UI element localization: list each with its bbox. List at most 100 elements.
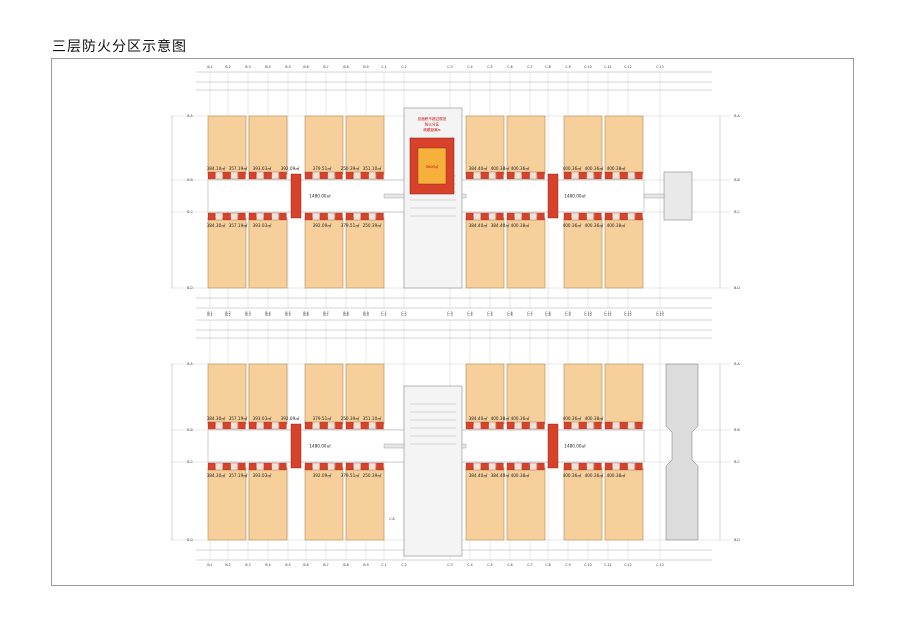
shop-unit	[248, 421, 257, 430]
corridor-area-label: 1480.00㎡	[564, 443, 586, 449]
zone-area-label: 400.36㎡	[563, 222, 583, 228]
axis-label-top: B-4	[265, 313, 270, 317]
zone-area-label: 393.03㎡	[253, 472, 273, 478]
axis-label-top: B-8	[343, 313, 348, 317]
shop-unit	[594, 421, 602, 430]
shop-unit	[223, 462, 231, 471]
zone-area-label: 400.38㎡	[491, 415, 511, 421]
zone-area-label: 400.38㎡	[511, 472, 531, 478]
zone-area-label: 384.40㎡	[469, 415, 489, 421]
zone-area-label: 250.39㎡	[341, 415, 361, 421]
row-axis-right: B-D	[734, 538, 740, 542]
zone-area-label: 384.40㎡	[469, 165, 489, 171]
axis-label-bottom: C-4	[467, 311, 472, 315]
axis-label-top: C-13	[656, 65, 663, 69]
shop-unit	[571, 171, 579, 180]
shop-unit	[563, 171, 572, 180]
axis-label-top: B-8	[343, 65, 348, 69]
shop-unit	[465, 421, 474, 430]
shop-unit	[361, 171, 369, 180]
stair-core	[290, 423, 302, 469]
shop-unit	[230, 462, 238, 471]
shop-unit	[353, 212, 361, 221]
axis-label-bottom: B-4	[265, 311, 270, 315]
axis-label-top: B-9	[363, 313, 368, 317]
shop-unit	[571, 212, 579, 221]
fire-zone-bottom	[304, 467, 344, 541]
shop-unit	[271, 421, 279, 430]
axis-label-top: B-7	[323, 313, 328, 317]
axis-label-top: C-1	[381, 65, 386, 69]
shop-unit	[215, 171, 223, 180]
axis-label-bottom: C-12	[624, 311, 631, 315]
shop-unit	[271, 212, 279, 221]
axis-label-bottom: B-9	[363, 563, 368, 567]
fire-zone-bottom	[207, 467, 247, 541]
fire-zone-top	[563, 363, 603, 425]
shop-unit	[264, 171, 272, 180]
axis-label-top: B-1	[207, 65, 212, 69]
shop-unit	[627, 462, 635, 471]
row-axis-right: B-C	[734, 460, 740, 464]
axis-label-bottom: C-9	[565, 563, 570, 567]
shop-unit	[635, 462, 643, 471]
shop-unit	[481, 171, 489, 180]
axis-label-top: C-5	[487, 65, 492, 69]
shop-unit	[635, 212, 643, 221]
zone-area-label: 400.36㎡	[563, 165, 583, 171]
shop-unit	[312, 421, 320, 430]
fire-zone-bottom	[604, 467, 644, 541]
shop-unit	[488, 462, 496, 471]
axis-label-bottom: B-9	[363, 311, 368, 315]
fire-zone-bottom	[604, 217, 644, 289]
page-title: 三层防火分区示意图	[52, 39, 187, 55]
axis-label-bottom: B-3	[245, 311, 250, 315]
shop-unit	[627, 421, 635, 430]
zone-area-label: 400.38㎡	[607, 165, 627, 171]
row-axis-right: B-B	[734, 428, 739, 432]
center-note: 总面积不超过规范	[418, 116, 447, 121]
zone-area-label: 384.40㎡	[491, 222, 511, 228]
fire-zone-top	[465, 115, 505, 175]
shop-unit	[579, 212, 587, 221]
fire-zone-bottom	[506, 467, 546, 541]
zone-area-label: 384.10㎡	[207, 165, 227, 171]
shop-unit	[304, 171, 313, 180]
fire-zone-top	[465, 363, 505, 425]
shop-unit	[537, 421, 545, 430]
zone-area-label: 357.19㎡	[229, 472, 249, 478]
zone-area-label: 400.36㎡	[563, 415, 583, 421]
fire-zone-bottom	[248, 467, 288, 541]
shop-unit	[335, 421, 343, 430]
zone-area-label: 400.38㎡	[607, 472, 627, 478]
fire-zone-top	[248, 363, 288, 425]
shop-unit	[376, 171, 384, 180]
shop-unit	[320, 421, 328, 430]
fire-zone-top	[563, 115, 603, 175]
shop-unit	[335, 212, 343, 221]
axis-label-bottom: C-6	[507, 311, 512, 315]
shop-unit	[304, 212, 313, 221]
shop-unit	[345, 212, 354, 221]
shop-unit	[230, 171, 238, 180]
shop-unit	[312, 462, 320, 471]
shop-unit	[215, 212, 223, 221]
zone-area-label: 400.38㎡	[511, 222, 531, 228]
axis-label-bottom: B-6	[303, 311, 308, 315]
shop-unit	[368, 212, 376, 221]
shop-unit	[620, 212, 628, 221]
shop-unit	[327, 212, 335, 221]
zone-area-label: 400.38㎡	[607, 222, 627, 228]
axis-label-top: B-2	[225, 313, 230, 317]
shop-unit	[361, 462, 369, 471]
zone-area-label: 400.38㎡	[585, 415, 605, 421]
shop-unit	[207, 462, 216, 471]
shop-unit	[345, 421, 354, 430]
shop-unit	[529, 171, 537, 180]
axis-label-bottom: C-9	[565, 311, 570, 315]
axis-label-bottom: C-8	[545, 563, 550, 567]
shop-unit	[604, 212, 613, 221]
axis-label-bottom: C-2	[401, 563, 406, 567]
shop-unit	[215, 421, 223, 430]
shop-unit	[353, 462, 361, 471]
